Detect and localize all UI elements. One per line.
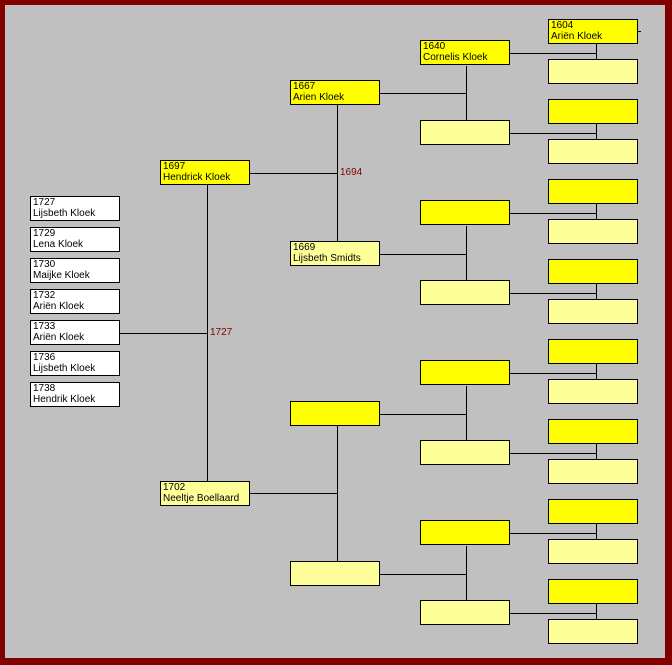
person-year: 1736 bbox=[33, 352, 56, 363]
person-name: Hendrik Kloek bbox=[33, 394, 96, 405]
person-year: 1733 bbox=[33, 321, 56, 332]
great-great-grandparent-box[interactable] bbox=[548, 59, 638, 84]
person-name: Lijsbeth Kloek bbox=[33, 208, 96, 219]
person-year: 1729 bbox=[33, 228, 56, 239]
connector-line bbox=[379, 254, 466, 255]
great-grandparent-box[interactable] bbox=[420, 200, 510, 225]
connector-line bbox=[508, 453, 596, 454]
connector-line bbox=[466, 66, 467, 120]
connector-line bbox=[466, 386, 467, 440]
great-great-grandparent-box[interactable] bbox=[548, 339, 638, 364]
person-year: 1667 bbox=[293, 81, 316, 92]
person-name: Maijke Kloek bbox=[33, 270, 90, 281]
great-great-grandparent-box[interactable] bbox=[548, 99, 638, 124]
connector-line bbox=[636, 31, 641, 32]
great-great-grandparent-box[interactable] bbox=[548, 379, 638, 404]
person-year: 1730 bbox=[33, 259, 56, 270]
great-great-grandparent-box[interactable] bbox=[548, 579, 638, 604]
great-grandparent-box[interactable] bbox=[420, 600, 510, 625]
person-name: Ariën Kloek bbox=[551, 31, 603, 42]
great-grandparent-box[interactable] bbox=[420, 520, 510, 545]
great-great-grandparent-box[interactable] bbox=[548, 619, 638, 644]
great-great-grandparent-box[interactable] bbox=[548, 139, 638, 164]
connector-line bbox=[508, 533, 596, 534]
connector-line bbox=[508, 213, 596, 214]
grandparent-box[interactable] bbox=[290, 561, 380, 586]
connector-line bbox=[508, 53, 596, 54]
connector-line bbox=[596, 204, 597, 219]
connector-line bbox=[508, 293, 596, 294]
connector-line bbox=[466, 546, 467, 600]
person-year: 1727 bbox=[33, 197, 56, 208]
connector-line bbox=[596, 604, 597, 619]
connector-line bbox=[596, 44, 597, 59]
person-year: 1732 bbox=[33, 290, 56, 301]
great-great-grandparent-box[interactable] bbox=[548, 259, 638, 284]
person-name: Ariën Kloek bbox=[33, 332, 85, 343]
connector-line bbox=[596, 524, 597, 539]
connector-line bbox=[508, 613, 596, 614]
person-year: 1604 bbox=[551, 20, 574, 31]
great-grandparent-box[interactable] bbox=[420, 120, 510, 145]
connector-line bbox=[379, 574, 466, 575]
person-year: 1697 bbox=[163, 161, 186, 172]
person-name: Lena Kloek bbox=[33, 239, 84, 250]
connector-line bbox=[248, 493, 337, 494]
connector-line bbox=[207, 185, 208, 481]
person-name: Cornelis Kloek bbox=[423, 52, 488, 63]
great-great-grandparent-box[interactable] bbox=[548, 499, 638, 524]
person-year: 1669 bbox=[293, 242, 316, 253]
connector-line bbox=[596, 444, 597, 459]
person-name: Arien Kloek bbox=[293, 92, 345, 103]
connector-line bbox=[118, 333, 207, 334]
person-year: 1640 bbox=[423, 41, 446, 52]
great-great-grandparent-box[interactable] bbox=[548, 459, 638, 484]
great-grandparent-box[interactable] bbox=[420, 360, 510, 385]
person-year: 1702 bbox=[163, 482, 186, 493]
marriage-year: 1727 bbox=[210, 327, 233, 338]
connector-line bbox=[596, 284, 597, 299]
connector-line bbox=[379, 93, 466, 94]
connector-line bbox=[337, 426, 338, 561]
great-great-grandparent-box[interactable] bbox=[548, 419, 638, 444]
great-grandparent-box[interactable] bbox=[420, 440, 510, 465]
person-name: Neeltje Boellaard bbox=[163, 493, 240, 504]
great-grandparent-box[interactable] bbox=[420, 280, 510, 305]
connector-line bbox=[379, 414, 466, 415]
connector-line bbox=[596, 364, 597, 379]
great-great-grandparent-box[interactable] bbox=[548, 539, 638, 564]
great-great-grandparent-box[interactable] bbox=[548, 179, 638, 204]
grandparent-box[interactable] bbox=[290, 401, 380, 426]
great-great-grandparent-box[interactable] bbox=[548, 219, 638, 244]
connector-line bbox=[248, 173, 337, 174]
connector-line bbox=[337, 105, 338, 241]
connector-line bbox=[508, 373, 596, 374]
great-great-grandparent-box[interactable] bbox=[548, 299, 638, 324]
person-name: Hendrick Kloek bbox=[163, 172, 231, 183]
person-name: Lijsbeth Kloek bbox=[33, 363, 96, 374]
connector-line bbox=[596, 124, 597, 139]
marriage-year: 1694 bbox=[340, 167, 363, 178]
connector-line bbox=[508, 133, 596, 134]
person-name: Ariën Kloek bbox=[33, 301, 85, 312]
person-year: 1738 bbox=[33, 383, 56, 394]
person-name: Lijsbeth Smidts bbox=[293, 253, 361, 264]
connector-line bbox=[466, 226, 467, 280]
